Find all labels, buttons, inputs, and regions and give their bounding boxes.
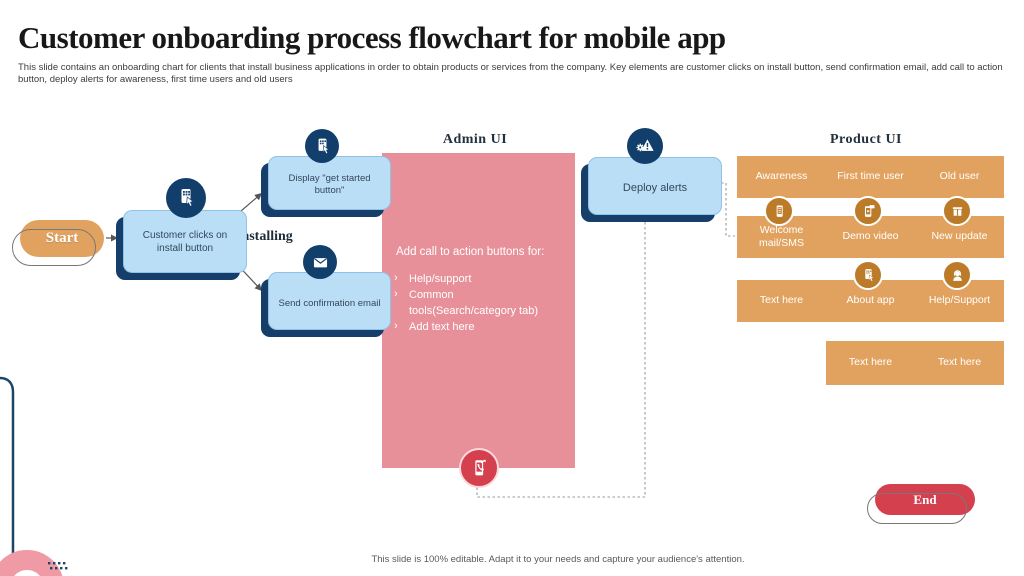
- headset-person-icon: [942, 260, 972, 290]
- deploy-alerts-label: Deploy alerts: [622, 181, 688, 194]
- cell-label: Text here: [937, 356, 982, 369]
- admin-bullet: Help/support: [392, 271, 559, 287]
- grid-cell-first-time-user: First time user: [826, 156, 915, 198]
- corner-line: [0, 376, 15, 576]
- customer-clicks-box: Customer clicks on install button: [123, 210, 247, 273]
- installing-label: Installing: [236, 229, 293, 244]
- cell-label: First time user: [837, 170, 904, 183]
- grid-cell-old-user: Old user: [915, 156, 1004, 198]
- admin-bullet-list: Help/support Common tools(Search/categor…: [392, 271, 560, 337]
- grid-cell-text-here-3: Text here: [915, 341, 1004, 385]
- phone-video-icon: [853, 196, 883, 226]
- end-label: End: [913, 491, 937, 507]
- product-ui-heading: Product UI: [829, 132, 903, 147]
- admin-bullet: Common tools(Search/category tab): [392, 287, 559, 319]
- cell-label: New update: [931, 230, 988, 243]
- deploy-alerts-box: Deploy alerts: [588, 157, 722, 215]
- page-title: Customer onboarding process flowchart fo…: [18, 20, 726, 55]
- envelope-icon: [303, 245, 337, 279]
- cell-label: Text here: [759, 294, 804, 307]
- send-confirmation-email-label: Send confirmation email: [278, 297, 381, 309]
- grid-cell-text-here-1: Text here: [737, 280, 826, 322]
- send-confirmation-email-box: Send confirmation email: [268, 272, 391, 330]
- phone-call-action-icon: [459, 448, 499, 488]
- start-node: Start: [20, 220, 104, 257]
- start-label: Start: [45, 230, 79, 246]
- display-get-started-label: Display "get started button": [288, 172, 371, 196]
- end-node: End: [875, 484, 975, 515]
- cell-label: Help/Support: [928, 294, 991, 307]
- phone-tap-install-icon: [166, 178, 206, 218]
- gear-alert-icon: [627, 128, 663, 164]
- phone-tap-get-started-icon: [305, 129, 339, 163]
- cell-label: Welcome mail/SMS: [759, 223, 804, 249]
- phone-tap-icon: [853, 260, 883, 290]
- admin-intro-text: Add call to action buttons for:: [396, 246, 545, 258]
- cell-label: Awareness: [755, 170, 808, 183]
- footer-note: This slide is 100% editable. Adapt it to…: [371, 554, 745, 565]
- cell-label: Old user: [939, 170, 980, 183]
- grid-cell-awareness: Awareness: [737, 156, 826, 198]
- cell-label: About app: [846, 294, 895, 307]
- cell-label: Text here: [848, 356, 893, 369]
- customer-clicks-label: Customer clicks on install button: [142, 229, 228, 254]
- admin-bullet: Add text here: [392, 319, 559, 335]
- grid-cell-text-here-2: Text here: [826, 341, 915, 385]
- slide-description: This slide contains an onboarding chart …: [18, 62, 1003, 86]
- display-get-started-box: Display "get started button": [268, 156, 391, 210]
- admin-ui-heading: Admin UI: [442, 132, 508, 147]
- cell-label: Demo video: [842, 230, 899, 243]
- phone-sms-icon: [764, 196, 794, 226]
- package-icon: [942, 196, 972, 226]
